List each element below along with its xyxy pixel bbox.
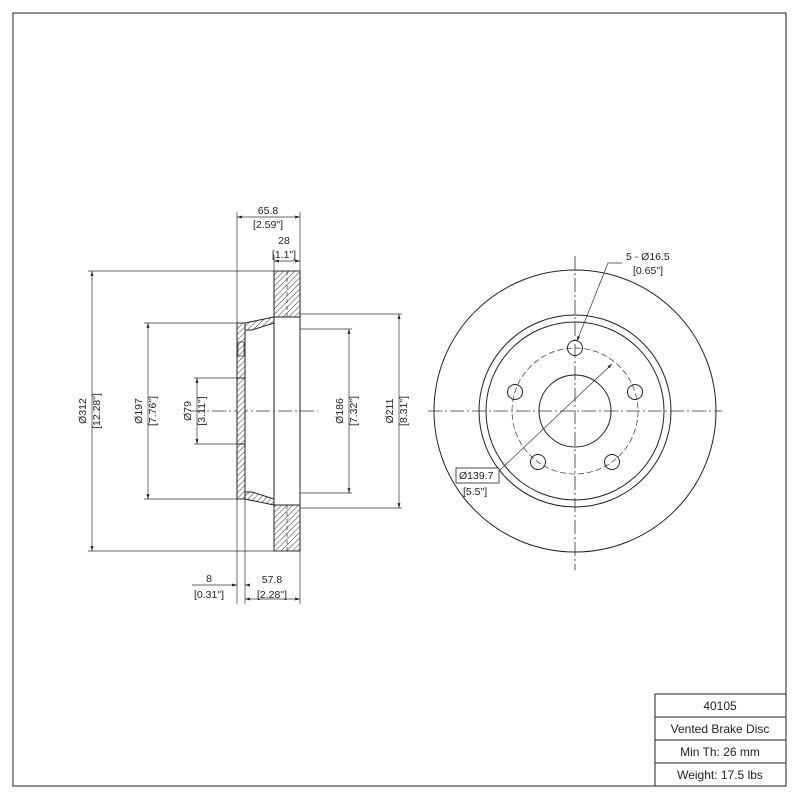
dim-inner-b-in: [8.31"] [398, 396, 410, 426]
dim-center-bore-mm: Ø79 [182, 401, 194, 421]
bolt-circle-in: [5.5"] [463, 486, 487, 498]
dim-total-width-in: [2.59"] [253, 219, 283, 231]
dim-inner-b-mm: Ø211 [384, 398, 396, 423]
dim-disc-thickness-in: [1.1"] [272, 249, 296, 261]
rotor-outer-edge [433, 269, 717, 553]
friction-ring-inner-edge [478, 314, 672, 508]
hat-outer-edge [485, 321, 665, 501]
part-description: Vented Brake Disc [671, 722, 770, 736]
dim-total-width-mm: 65.8 [258, 205, 279, 217]
dim-hat-diameter-in: [7.76"] [147, 396, 159, 426]
dim-hat-thickness-in: [0.31"] [194, 589, 224, 601]
front-view: 5 - Ø16.5 [0.65"] Ø139.7 [5.5"] [428, 251, 722, 570]
min-thickness: Min Th: 26 mm [680, 745, 760, 759]
leader-bolt-circle [499, 363, 613, 471]
bolt-holes-in: [0.65"] [633, 265, 663, 277]
bolt-holes-mm: 5 - Ø16.5 [626, 251, 670, 263]
dim-inner-a-in: [7.32"] [348, 396, 360, 426]
part-number: 40105 [703, 699, 737, 713]
dim-offset-mm: 57.8 [262, 574, 283, 586]
dim-center-bore-in: [3.11"] [196, 396, 208, 425]
dim-hat-diameter-mm: Ø197 [133, 398, 145, 424]
leader-bolt-holes [576, 262, 622, 342]
lug-holes [507, 340, 643, 470]
bolt-circle-label-box [455, 467, 500, 484]
weight: Weight: 17.5 lbs [677, 768, 763, 782]
dim-outer-diameter-in: [12.28"] [91, 393, 103, 429]
bolt-circle [511, 347, 639, 475]
dim-inner-a-mm: Ø186 [334, 398, 346, 424]
side-view: 65.8 [2.59"] 28 [1.1"] Ø312 [12.28"] Ø19… [77, 205, 410, 604]
dim-disc-thickness-mm: 28 [278, 235, 290, 247]
dim-hat-thickness-mm: 8 [206, 573, 212, 585]
hat-wall-bottom [244, 491, 275, 506]
title-block: 40105 Vented Brake Disc Min Th: 26 mm We… [654, 693, 787, 787]
lug-hole [627, 384, 643, 400]
center-bore [538, 374, 612, 448]
lug-hole [530, 454, 546, 470]
hat-wall-top [244, 316, 275, 331]
dim-offset-in: [2.28"] [257, 589, 287, 601]
bolt-circle-mm: Ø139.7 [459, 470, 494, 482]
lug-hole [567, 340, 583, 356]
lug-hole [604, 454, 620, 470]
drawing-border [12, 12, 787, 787]
lug-hole [507, 384, 523, 400]
dim-outer-diameter-mm: Ø312 [77, 398, 89, 424]
